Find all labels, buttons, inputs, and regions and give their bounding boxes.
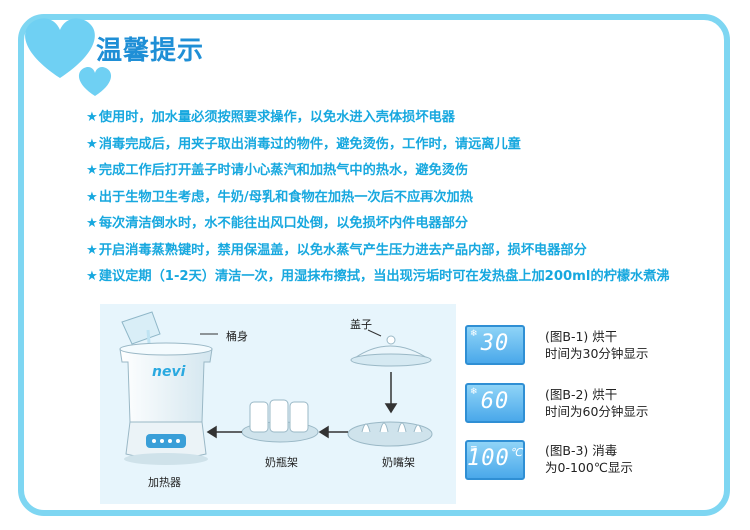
star-icon: ★ [86,242,98,258]
display-100: ≡ 100℃ [465,440,525,480]
hearts-decoration [25,18,112,96]
star-icon: ★ [86,163,98,178]
tip-item: ★完成工作后打开盖子时请小心蒸汽和加热气中的热水，避免烫伤 [86,163,469,178]
heart-icon [25,18,95,78]
lid [350,335,432,367]
thermometer-icon: ≡ [470,444,478,454]
tip-item: ★消毒完成后，用夹子取出消毒过的物件，避免烫伤，工作时，请远离儿童 [86,136,521,152]
label-body: 桶身 [226,330,248,343]
tip-item: ★开启消毒蒸熟键时，禁用保温盖，以免水蒸气产生压力进去产品内部，损坏电器部分 [86,242,587,258]
star-icon: ★ [86,136,98,152]
nipple-rack [347,421,433,447]
star-icon: ★ [86,269,98,284]
star-icon: ★ [86,189,98,205]
display-caption: (图B-1) 烘干 时间为30分钟显示 [545,329,649,361]
heart-icon [78,66,112,96]
snowflake-icon: ❄ [470,329,478,339]
tip-item: ★每次清洁倒水时，水不能往出风口处倒，以免损坏内件电器部分 [86,216,469,231]
page-title: 温馨提示 [96,36,205,66]
label-heater: 加热器 [148,476,181,489]
display-30: ❄ 30 [465,325,525,365]
label-bottle-rack: 奶瓶架 [265,456,298,469]
sterilizer-illustration: nevi 桶身 盖子 加热器 奶瓶架 奶嘴架 [100,304,456,504]
star-icon: ★ [86,216,98,231]
sterilizer-diagram: nevi [119,311,433,465]
tip-item: ★出于生物卫生考虑，牛奶/母乳和食物在加热一次后不应再次加热 [86,189,473,205]
label-nipple-rack: 奶嘴架 [382,456,415,469]
sterilizer-body [119,342,213,465]
bottle-rack [241,399,319,443]
display-60: ❄ 60 [465,383,525,423]
flow-arrows [200,329,398,439]
star-icon: ★ [86,110,98,125]
label-lid: 盖子 [350,318,372,331]
tip-item: ★建议定期（1-2天）清洁一次，用湿抹布擦拭，当出现污垢时可在发热盘上加200m… [86,269,670,284]
tips-list: ★使用时，加水量必须按照要求操作，以免水进入壳体损坏电器 ★消毒完成后，用夹子取… [86,106,726,292]
snowflake-icon: ❄ [470,387,478,397]
display-caption: (图B-3) 消毒 为0-100℃显示 [545,443,633,475]
display-caption: (图B-2) 烘干 时间为60分钟显示 [545,387,649,419]
tip-item: ★使用时，加水量必须按照要求操作，以免水进入壳体损坏电器 [86,110,455,125]
brand-logo: nevi [152,364,186,380]
